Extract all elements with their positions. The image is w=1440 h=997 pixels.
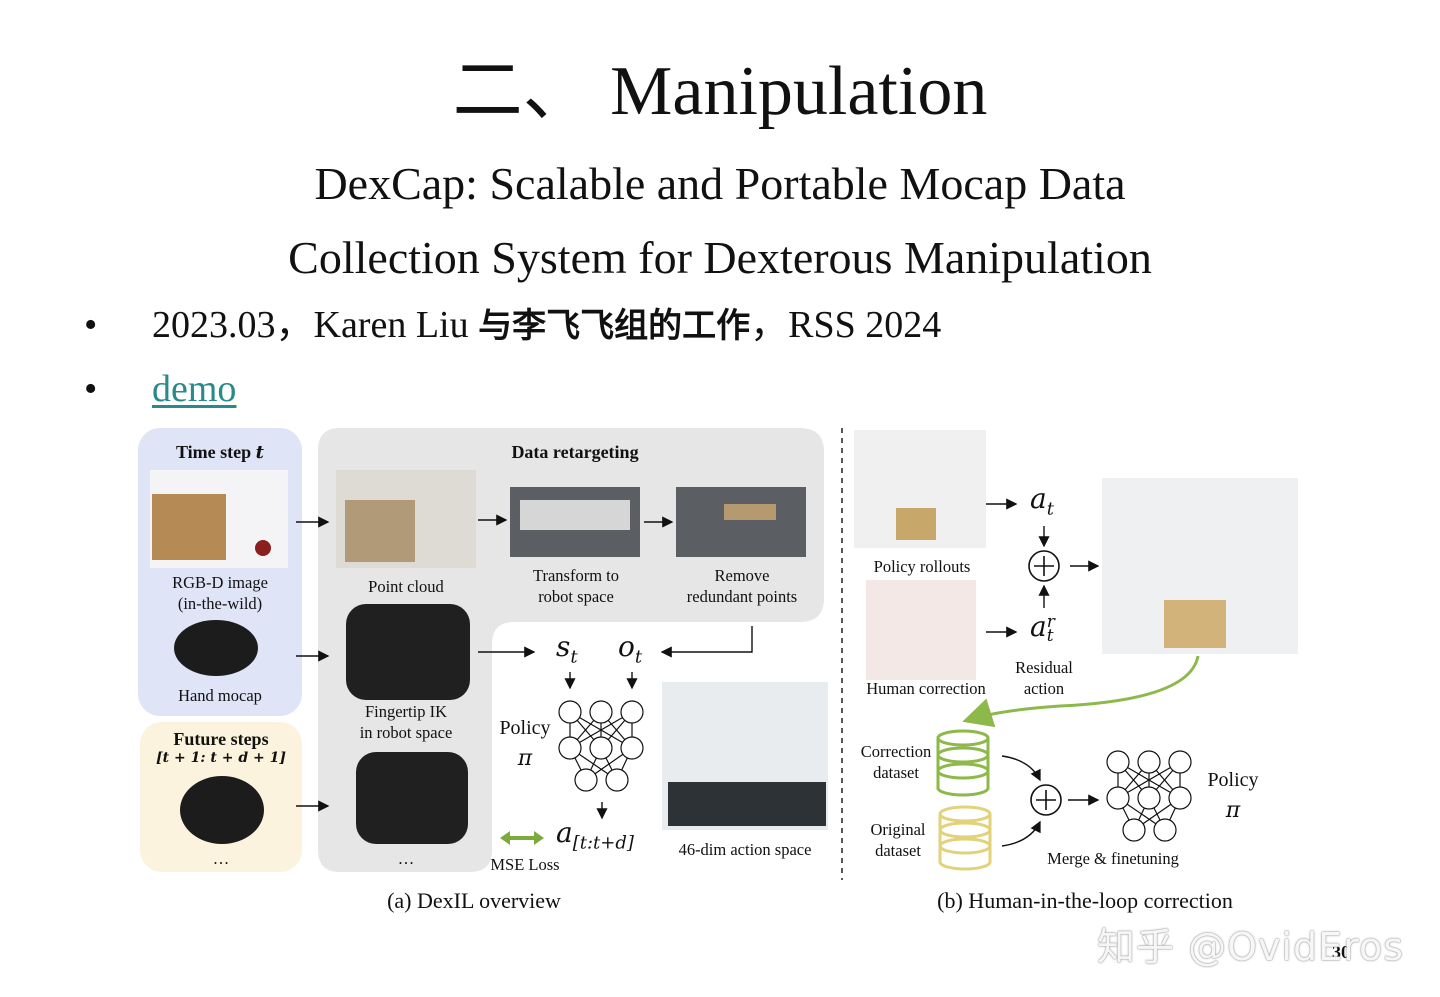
policy-label-a: Policy (499, 717, 551, 739)
future-robot-hand-image (356, 752, 468, 844)
state-sub: t (570, 646, 578, 668)
remove-points-label-1: Remove (714, 566, 770, 585)
original-dataset-2: dataset (875, 841, 921, 860)
remove-points-object (724, 504, 776, 520)
action-var: a (556, 816, 573, 849)
data-retargeting-label: Data retargeting (511, 442, 639, 462)
correction-dataset-1: Correction (860, 742, 932, 761)
transform-label-2: robot space (538, 587, 614, 606)
policy-network-b (1106, 750, 1192, 842)
future-steps-range: [t + 1: t + d + 1] (156, 750, 286, 766)
transform-label-1: Transform to (532, 566, 620, 585)
rgbd-label: RGB-D image (in-the-wild) (138, 572, 302, 614)
at-symbol: at (1030, 482, 1054, 520)
policy-network-a (558, 700, 644, 792)
caption-b: (b) Human-in-the-loop correction (937, 888, 1233, 913)
point-cloud-label: Point cloud (368, 577, 444, 596)
remove-points-image (676, 487, 806, 557)
correction-db-icon (936, 729, 990, 797)
residual-action-label: Residual action (1002, 657, 1086, 699)
bullet-info-date-author: 2023.03，Karen Liu (152, 304, 479, 346)
mse-loss-label: MSE Loss (490, 855, 560, 874)
original-db-icon (938, 805, 992, 871)
fingertip-ik-label: Fingertip IK in robot space (330, 701, 482, 743)
slide-title: 二、 Manipulation (452, 53, 988, 130)
bullet-marker: • (84, 368, 98, 410)
time-step-var: t (255, 442, 264, 463)
correction-dataset-label: Correction dataset (852, 741, 940, 783)
state-var: s (556, 630, 571, 663)
at-var: a (1030, 482, 1047, 515)
feedback-arrow (962, 655, 1200, 728)
bullet-info-group: 与李飞飞组的工作 (478, 306, 751, 346)
correction-dataset-2: dataset (873, 763, 919, 782)
future-hand-image (180, 776, 264, 844)
action-space-label: 46-dim action space (678, 840, 812, 859)
atr-sub: t (1046, 625, 1054, 646)
transform-label: Transform to robot space (500, 565, 652, 607)
bullet-info: 2023.03，Karen Liu 与李飞飞组的工作，RSS 2024 (152, 302, 941, 349)
obs-sub: t (634, 646, 643, 668)
point-cloud-object (345, 500, 415, 562)
fingertip-ik-image (346, 604, 470, 700)
rgbd-label-1: RGB-D image (172, 573, 268, 592)
policy-label-b: Policy (1207, 769, 1259, 791)
transform-image-cloud (520, 500, 630, 530)
human-correction-image (866, 580, 976, 680)
residual-label-2: action (1023, 679, 1065, 698)
future-ellipsis: … (212, 849, 230, 868)
original-dataset-label: Original dataset (852, 819, 944, 861)
caption-a: (a) DexIL overview (387, 888, 561, 913)
policy-var-a: π (517, 746, 533, 771)
fingertip-ik-label-2: in robot space (359, 723, 453, 742)
action-sub: [t:t+d] (572, 832, 634, 854)
retarget-ellipsis: … (397, 849, 415, 868)
paper-title-line-1: DexCap: Scalable and Portable Mocap Data (314, 158, 1126, 209)
remove-points-label-2: redundant points (686, 587, 798, 606)
page-number: 30 (1332, 942, 1350, 962)
demo-link[interactable]: demo (152, 368, 237, 410)
bullet-marker: • (84, 304, 98, 346)
action-symbol: a[t:t+d] (556, 816, 634, 854)
original-dataset-1: Original (870, 820, 926, 839)
rgbd-image-apple (255, 540, 271, 556)
obs-symbol: ot (618, 630, 642, 668)
paper-title-line-2: Collection System for Dexterous Manipula… (288, 232, 1152, 283)
residual-label-1: Residual (1015, 658, 1073, 677)
obs-var: o (618, 630, 635, 663)
bullet-info-venue: ，RSS 2024 (750, 304, 942, 346)
human-correction-label: Human correction (866, 679, 986, 698)
hand-mocap-label: Hand mocap (178, 686, 262, 705)
policy-var-b: π (1225, 798, 1241, 823)
atr-sup: r (1046, 611, 1055, 632)
time-step-label: Time step t (138, 442, 302, 463)
hand-mocap-image (174, 620, 258, 676)
policy-rollouts-box (896, 508, 936, 540)
remove-points-label: Remove redundant points (666, 565, 818, 607)
time-step-text: Time step (176, 442, 256, 462)
action-space-table (668, 782, 826, 826)
rgbd-image-box (152, 494, 226, 560)
atr-var: a (1030, 610, 1047, 643)
fingertip-ik-label-1: Fingertip IK (364, 702, 448, 721)
state-symbol: st (556, 630, 578, 668)
policy-rollouts-label: Policy rollouts (873, 557, 971, 576)
future-steps-label: Future steps (173, 729, 269, 749)
rgbd-label-2: (in-the-wild) (177, 594, 263, 613)
merge-finetune-label: Merge & finetuning (1047, 849, 1179, 868)
corrected-result-box (1164, 600, 1226, 648)
at-sub: t (1046, 498, 1054, 520)
watermark: 知乎 @OvidEros (1096, 925, 1404, 969)
